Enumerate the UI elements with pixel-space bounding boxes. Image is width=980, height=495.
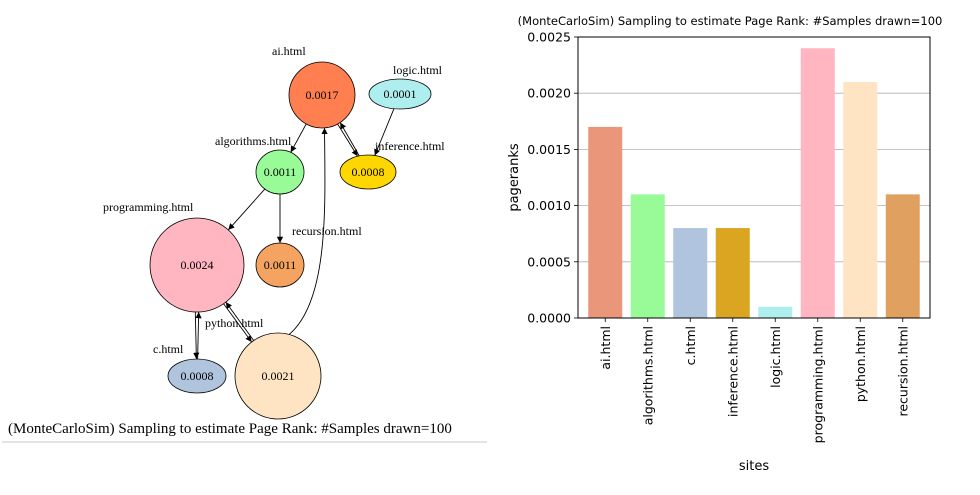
bar-ai (588, 126, 623, 318)
edge-logic-to-inference (374, 108, 395, 156)
graph-node-programming-shape (149, 217, 245, 313)
x-tick-label: logic.html (768, 326, 783, 388)
graph-node-recursion-label: recursion.html (292, 224, 362, 238)
x-tick-label: recursion.html (895, 326, 910, 417)
edge-c-to-programming (195, 311, 202, 360)
y-tick-label: 0.0010 (527, 198, 571, 213)
graph-node-inference-value: 0.0008 (352, 165, 385, 179)
y-tick-label: 0.0015 (527, 142, 571, 157)
bar-programming (800, 48, 835, 319)
graph-node-python-shape (234, 332, 322, 420)
graph-node-recursion-shape (255, 242, 305, 288)
y-axis-label: pageranks (507, 143, 522, 212)
graph-node-python-value: 0.0021 (262, 369, 295, 383)
x-axis-label: sites (739, 459, 769, 474)
graph-node-python-label: python.html (205, 316, 264, 330)
graph-node-logic: 0.0001 logic.html (368, 63, 443, 110)
graph-node-inference-label: inference.html (375, 139, 445, 153)
x-tick-label: python.html (853, 326, 868, 402)
edge-programming-to-python (223, 303, 253, 343)
graph-node-programming-label: programming.html (103, 200, 194, 214)
page-rank-graph: 0.0017 ai.html 0.0001 logic.html 0.0011 algor… (2, 44, 487, 443)
edge-inference-to-ai (339, 122, 360, 157)
page-rank-bar-chart-panel: (MonteCarloSim) Sampling to estimate Pag… (490, 0, 980, 490)
graph-node-ai-value: 0.0017 (306, 88, 339, 102)
graph-node-inference: 0.0008 inference.html (339, 139, 445, 190)
x-tick-label: inference.html (725, 326, 740, 417)
graph-node-algorithms-shape (255, 149, 305, 195)
graph-node-c-value: 0.0008 (181, 369, 214, 383)
plot-area-frame (577, 36, 931, 319)
graph-node-python: 0.0021 python.html (205, 316, 322, 420)
bar-python (843, 81, 878, 319)
graph-node-ai: 0.0017 ai.html (272, 44, 356, 129)
y-tick-label: 0.0005 (527, 254, 571, 269)
x-tick-label: algorithms.html (640, 326, 655, 425)
bar-c (673, 228, 708, 318)
y-tick-label: 0.0025 (527, 30, 571, 45)
graph-node-ai-label: ai.html (272, 44, 306, 58)
chart-title: (MonteCarloSim) Sampling to estimate Pag… (518, 14, 943, 28)
graph-node-logic-label: logic.html (393, 63, 443, 77)
graph-node-algorithms-label: algorithms.html (215, 134, 292, 148)
x-tick-label: ai.html (598, 326, 613, 370)
graph-caption: (MonteCarloSim) Sampling to estimate Pag… (8, 421, 452, 437)
edge-python-to-programming (225, 301, 255, 341)
graph-node-inference-shape (339, 154, 397, 190)
graph-node-c-shape (167, 358, 227, 394)
y-tick-label: 0.0020 (527, 86, 571, 101)
graph-node-c: 0.0008 c.html (153, 342, 227, 394)
y-tick-label: 0.0000 (527, 311, 571, 326)
graph-node-logic-value: 0.0001 (384, 87, 417, 101)
graph-node-programming: 0.0024 programming.html (103, 200, 245, 313)
x-tick-label: programming.html (810, 326, 825, 443)
bar-recursion (885, 194, 920, 318)
page-rank-graph-panel: 0.0017 ai.html 0.0001 logic.html 0.0011 algor… (0, 0, 490, 490)
bar-inference (715, 228, 750, 318)
graph-node-ai-shape (288, 61, 356, 129)
graph-node-logic-shape (368, 78, 432, 110)
graph-node-c-label: c.html (153, 342, 184, 356)
graph-node-recursion: 0.0011 recursion.html (255, 224, 362, 288)
x-tick-label: c.html (683, 326, 698, 365)
graph-node-algorithms: 0.0011 algorithms.html (215, 134, 305, 195)
graph-node-programming-value: 0.0024 (181, 258, 214, 272)
graph-node-recursion-value: 0.0011 (264, 258, 297, 272)
edge-programming-to-c (193, 311, 200, 360)
bar-algorithms (630, 194, 665, 318)
page-rank-bar-chart: (MonteCarloSim) Sampling to estimate Pag… (507, 14, 943, 474)
edge-algorithms-to-programming (227, 188, 266, 231)
edge-python-to-ai (288, 127, 328, 335)
edge-ai-to-inference (337, 123, 358, 157)
graph-node-algorithms-value: 0.0011 (264, 165, 297, 179)
bar-logic (758, 306, 793, 318)
edge-ai-to-algorithms (290, 123, 307, 153)
